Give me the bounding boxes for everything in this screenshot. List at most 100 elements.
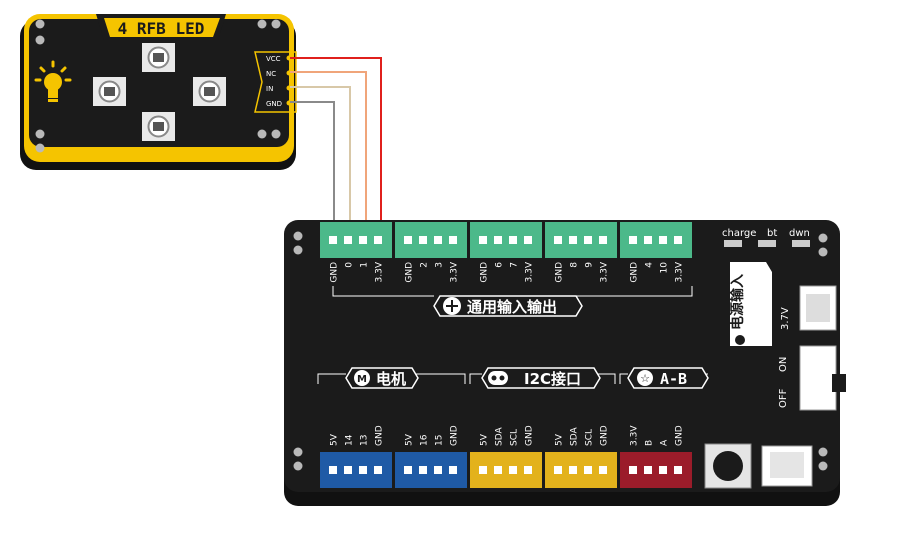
gpio-pin-label: 4 bbox=[645, 262, 655, 268]
bottom-pin-label: 5V bbox=[405, 433, 415, 446]
wire-vcc bbox=[290, 57, 382, 230]
header-pin bbox=[629, 236, 637, 244]
bottom-pin-label: SDA bbox=[495, 427, 505, 446]
header-pin bbox=[449, 236, 457, 244]
ab-title-badge: ☆ A-B bbox=[627, 367, 709, 389]
i2c-header-0 bbox=[470, 452, 542, 488]
bottom-pin-label: 14 bbox=[345, 434, 355, 446]
bottom-pin-label: SCL bbox=[585, 429, 595, 446]
star-icon bbox=[637, 370, 653, 386]
ab-header bbox=[620, 452, 692, 488]
gpio-pin-label: 3.3V bbox=[525, 261, 535, 282]
gpio-pin-label: 8 bbox=[570, 262, 580, 268]
motor-icon bbox=[354, 370, 370, 386]
header-pin bbox=[479, 236, 487, 244]
status-indicators: charge bt dwn bbox=[722, 228, 810, 247]
power-input-section: 电源输入 3.7V ON OFF bbox=[729, 262, 846, 411]
header-pin bbox=[599, 236, 607, 244]
header-pin bbox=[374, 236, 382, 244]
gpio-pin-label: 3 bbox=[435, 262, 445, 268]
gpio-headers bbox=[320, 222, 692, 258]
bottom-pin-label: 5V bbox=[555, 433, 565, 446]
jumper-wires bbox=[290, 57, 382, 230]
power-title: 电源输入 bbox=[729, 274, 746, 330]
header-pin bbox=[599, 466, 607, 474]
led-chip bbox=[193, 77, 226, 106]
bottom-pin-label: GND bbox=[675, 425, 685, 446]
bottom-pin-label: GND bbox=[600, 425, 610, 446]
gpio-pin-label: 6 bbox=[495, 262, 505, 268]
gpio-pin-label: GND bbox=[330, 262, 340, 283]
header-pin bbox=[419, 236, 427, 244]
header-pin bbox=[359, 466, 367, 474]
motor-header-1 bbox=[395, 452, 467, 488]
gpio-pin-label: GND bbox=[405, 262, 415, 283]
bottom-pin-label: GND bbox=[450, 425, 460, 446]
gpio-header-2 bbox=[470, 222, 542, 258]
header-pin bbox=[554, 466, 562, 474]
bottom-pin-label: 13 bbox=[360, 435, 370, 446]
gpio-header-1 bbox=[395, 222, 467, 258]
header-pin bbox=[659, 466, 667, 474]
bottom-pin-label: GND bbox=[375, 425, 385, 446]
gpio-pin-label: GND bbox=[555, 262, 565, 283]
led-chip bbox=[93, 77, 126, 106]
header-pin bbox=[344, 236, 352, 244]
gpio-pin-label: 0 bbox=[345, 262, 355, 268]
header-pin bbox=[329, 236, 337, 244]
gpio-pin-label: 3.3V bbox=[675, 261, 685, 282]
motor-header-0 bbox=[320, 452, 392, 488]
header-pin bbox=[629, 466, 637, 474]
header-pin bbox=[644, 236, 652, 244]
bottom-pin-label: SDA bbox=[570, 427, 580, 446]
i2c-title: I2C接口 bbox=[524, 370, 581, 388]
header-pin bbox=[674, 236, 682, 244]
header-pin bbox=[644, 466, 652, 474]
gpio-title-badge: 通用输入输出 bbox=[433, 295, 583, 317]
bottom-pin-label: 15 bbox=[435, 435, 445, 446]
ab-title: A-B bbox=[660, 370, 687, 388]
header-pin bbox=[674, 466, 682, 474]
gpio-pin-label: 3.3V bbox=[600, 261, 610, 282]
led-chip bbox=[142, 112, 175, 141]
module-pin-nc: NC bbox=[266, 70, 276, 78]
i2c-header-1 bbox=[545, 452, 617, 488]
header-pin bbox=[359, 236, 367, 244]
gpio-pin-label: 3.3V bbox=[375, 261, 385, 282]
status-label-dwn: dwn bbox=[789, 228, 810, 239]
bottom-pin-label: 5V bbox=[330, 433, 340, 446]
header-pin bbox=[569, 236, 577, 244]
reset-button[interactable] bbox=[704, 443, 752, 489]
mount-hole bbox=[271, 129, 281, 139]
header-pin bbox=[584, 466, 592, 474]
module-pin-in: IN bbox=[266, 85, 273, 93]
switch-off-label: OFF bbox=[778, 388, 789, 408]
bottom-pin-label: 5V bbox=[480, 433, 490, 446]
gpio-pin-label: 10 bbox=[660, 262, 670, 274]
gpio-pin-label: 7 bbox=[510, 262, 520, 268]
motor-title-badge: M 电机 bbox=[345, 367, 419, 389]
gpio-title: 通用输入输出 bbox=[467, 298, 557, 316]
header-pin bbox=[434, 466, 442, 474]
header-pin bbox=[404, 236, 412, 244]
pin-dot bbox=[286, 55, 292, 61]
svg-text:M: M bbox=[357, 374, 367, 385]
i2c-icon bbox=[488, 371, 508, 385]
module-pin-vcc: VCC bbox=[266, 55, 281, 63]
mount-hole bbox=[257, 129, 267, 139]
mount-hole bbox=[35, 143, 45, 153]
switch-on-label: ON bbox=[778, 357, 789, 372]
led-module: 4 RFB LED bbox=[20, 14, 297, 170]
bottom-pin-label: A bbox=[660, 439, 670, 446]
header-pin bbox=[374, 466, 382, 474]
led-chip bbox=[142, 43, 175, 72]
gpio-pin-label: 3.3V bbox=[450, 261, 460, 282]
wire-in bbox=[290, 86, 351, 230]
bottom-pin-label: GND bbox=[525, 425, 535, 446]
motor-title: 电机 bbox=[376, 370, 406, 388]
header-pin bbox=[524, 236, 532, 244]
header-pin bbox=[584, 236, 592, 244]
